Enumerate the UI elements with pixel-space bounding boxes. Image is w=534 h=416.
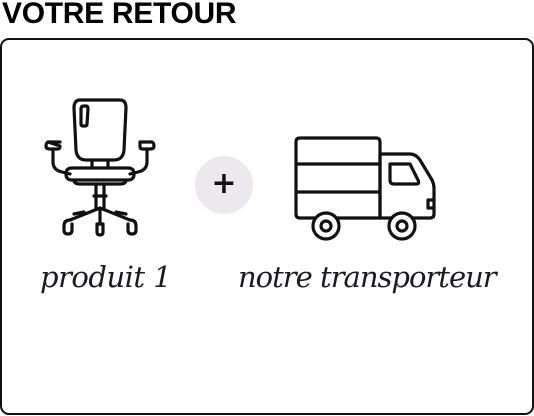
product-label: produit 1	[40, 260, 172, 294]
office-chair-icon	[44, 98, 156, 237]
plus-badge: +	[195, 156, 253, 214]
return-summary-card: + produit 1 notre transporteur	[0, 38, 534, 415]
carrier-label: notre transporteur	[238, 260, 497, 294]
delivery-truck-icon	[294, 136, 436, 241]
page-title: VOTRE RETOUR	[2, 0, 237, 30]
plus-icon: +	[211, 166, 237, 201]
